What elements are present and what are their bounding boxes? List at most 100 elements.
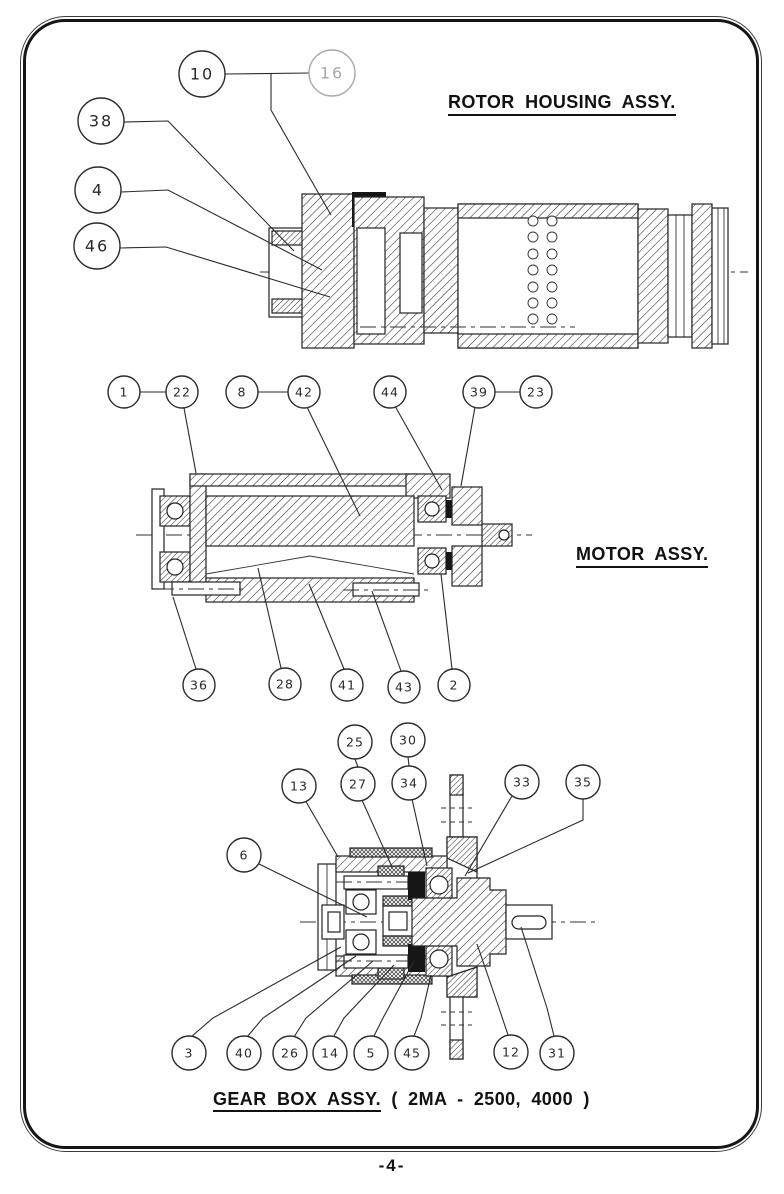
gearbox-title: GEAR BOX ASSY. ( 2MA - 2500, 4000 ) bbox=[213, 1089, 590, 1112]
bearing-ball bbox=[424, 501, 440, 517]
leader-line bbox=[172, 596, 197, 670]
leader-line bbox=[120, 189, 323, 271]
callout-balloon-27: 27 bbox=[340, 766, 376, 802]
callout-balloon-35: 35 bbox=[565, 764, 601, 800]
vent-holes bbox=[527, 215, 558, 325]
bearing-ball bbox=[429, 875, 449, 895]
callout-balloon-22: 22 bbox=[165, 375, 199, 409]
leader-line bbox=[246, 955, 357, 1038]
gearbox-title-suffix: ( 2MA - 2500, 4000 ) bbox=[380, 1089, 590, 1109]
callout-number: 30 bbox=[399, 733, 417, 748]
callout-number: 42 bbox=[295, 385, 313, 400]
callout-balloon-6: 6 bbox=[226, 837, 262, 873]
leader-line bbox=[306, 406, 361, 517]
callout-number: 1 bbox=[120, 385, 129, 400]
motor-title: MOTOR ASSY. bbox=[576, 544, 709, 568]
leader-line bbox=[464, 795, 513, 877]
page-border-inner bbox=[23, 19, 759, 1149]
callout-number: 22 bbox=[173, 385, 191, 400]
callout-number: 39 bbox=[470, 385, 488, 400]
balloon-connector bbox=[354, 758, 359, 768]
leader-line bbox=[119, 246, 331, 298]
keyway bbox=[511, 915, 547, 930]
callout-balloon-2: 2 bbox=[437, 668, 471, 702]
leader-line bbox=[411, 798, 428, 867]
leader-line bbox=[371, 590, 402, 672]
callout-number: 35 bbox=[574, 775, 592, 790]
leader-line bbox=[440, 573, 453, 670]
bearing-ball bbox=[166, 558, 184, 576]
callout-balloon-30: 30 bbox=[390, 722, 426, 758]
leader-line bbox=[123, 120, 295, 252]
leader-line bbox=[190, 946, 342, 1038]
leader-line bbox=[304, 799, 339, 858]
rotor-housing-drawing bbox=[260, 192, 748, 349]
callout-balloon-3: 3 bbox=[171, 1035, 207, 1071]
leader-line bbox=[293, 960, 374, 1038]
motor-assy-drawing bbox=[136, 473, 532, 603]
oil-seal bbox=[408, 872, 425, 900]
leader-line bbox=[373, 960, 415, 1037]
callout-number: 23 bbox=[527, 385, 545, 400]
callout-number: 6 bbox=[240, 848, 249, 863]
callout-balloon-46: 46 bbox=[73, 222, 121, 270]
leader-line bbox=[183, 407, 197, 474]
leader-line bbox=[520, 926, 555, 1037]
callout-number: 14 bbox=[321, 1046, 339, 1061]
callout-number: 28 bbox=[276, 677, 294, 692]
leader-line bbox=[308, 583, 345, 670]
callout-balloon-45: 45 bbox=[394, 1035, 430, 1071]
leader-line bbox=[257, 567, 282, 669]
callout-number: 45 bbox=[403, 1046, 421, 1061]
callout-number: 10 bbox=[190, 65, 214, 84]
leader-line bbox=[333, 964, 395, 1037]
callout-number: 27 bbox=[349, 777, 367, 792]
leader-line bbox=[258, 863, 368, 918]
gearbox-title-main: GEAR BOX ASSY. bbox=[213, 1089, 381, 1112]
rotor-core bbox=[205, 495, 415, 547]
bearing-ball bbox=[429, 949, 449, 969]
callout-balloon-4: 4 bbox=[74, 166, 122, 214]
callout-balloon-25: 25 bbox=[337, 724, 373, 760]
bearing-ball bbox=[352, 933, 370, 951]
callout-number: 31 bbox=[548, 1046, 566, 1061]
leader-line bbox=[460, 406, 476, 487]
callout-balloon-5: 5 bbox=[353, 1035, 389, 1071]
callout-number: 34 bbox=[400, 776, 418, 791]
rotor-housing-title: ROTOR HOUSING ASSY. bbox=[448, 92, 676, 116]
callout-number: 43 bbox=[395, 680, 413, 695]
page-border bbox=[20, 16, 762, 1152]
callout-number: 26 bbox=[281, 1046, 299, 1061]
leader-line bbox=[476, 943, 509, 1036]
callout-balloon-10: 10 bbox=[178, 50, 226, 98]
callout-balloon-44: 44 bbox=[373, 375, 407, 409]
callout-number: 44 bbox=[381, 385, 399, 400]
callout-number: 40 bbox=[235, 1046, 253, 1061]
callout-number: 5 bbox=[367, 1046, 376, 1061]
leader-line bbox=[467, 799, 584, 874]
callout-number: 3 bbox=[185, 1046, 194, 1061]
callout-balloon-38: 38 bbox=[77, 97, 125, 145]
callout-balloon-39: 39 bbox=[462, 375, 496, 409]
callout-balloon-13: 13 bbox=[281, 768, 317, 804]
callout-number: 2 bbox=[450, 678, 459, 693]
callout-balloon-28: 28 bbox=[268, 667, 302, 701]
leader-lines bbox=[119, 72, 584, 1038]
leader-line bbox=[413, 974, 432, 1037]
callout-number: 12 bbox=[502, 1045, 520, 1060]
callout-number: 25 bbox=[346, 735, 364, 750]
output-hub bbox=[411, 877, 507, 967]
balloon-connector bbox=[224, 72, 310, 75]
callout-balloon-36: 36 bbox=[182, 668, 216, 702]
leader-line bbox=[361, 799, 393, 868]
bearing-ball bbox=[424, 553, 440, 569]
callout-number: 8 bbox=[238, 385, 247, 400]
leader-line bbox=[270, 74, 332, 216]
callout-number: 38 bbox=[89, 112, 113, 131]
callout-balloon-8: 8 bbox=[225, 375, 259, 409]
callout-balloon-41: 41 bbox=[330, 668, 364, 702]
callout-balloon-16: 16 bbox=[308, 49, 356, 97]
